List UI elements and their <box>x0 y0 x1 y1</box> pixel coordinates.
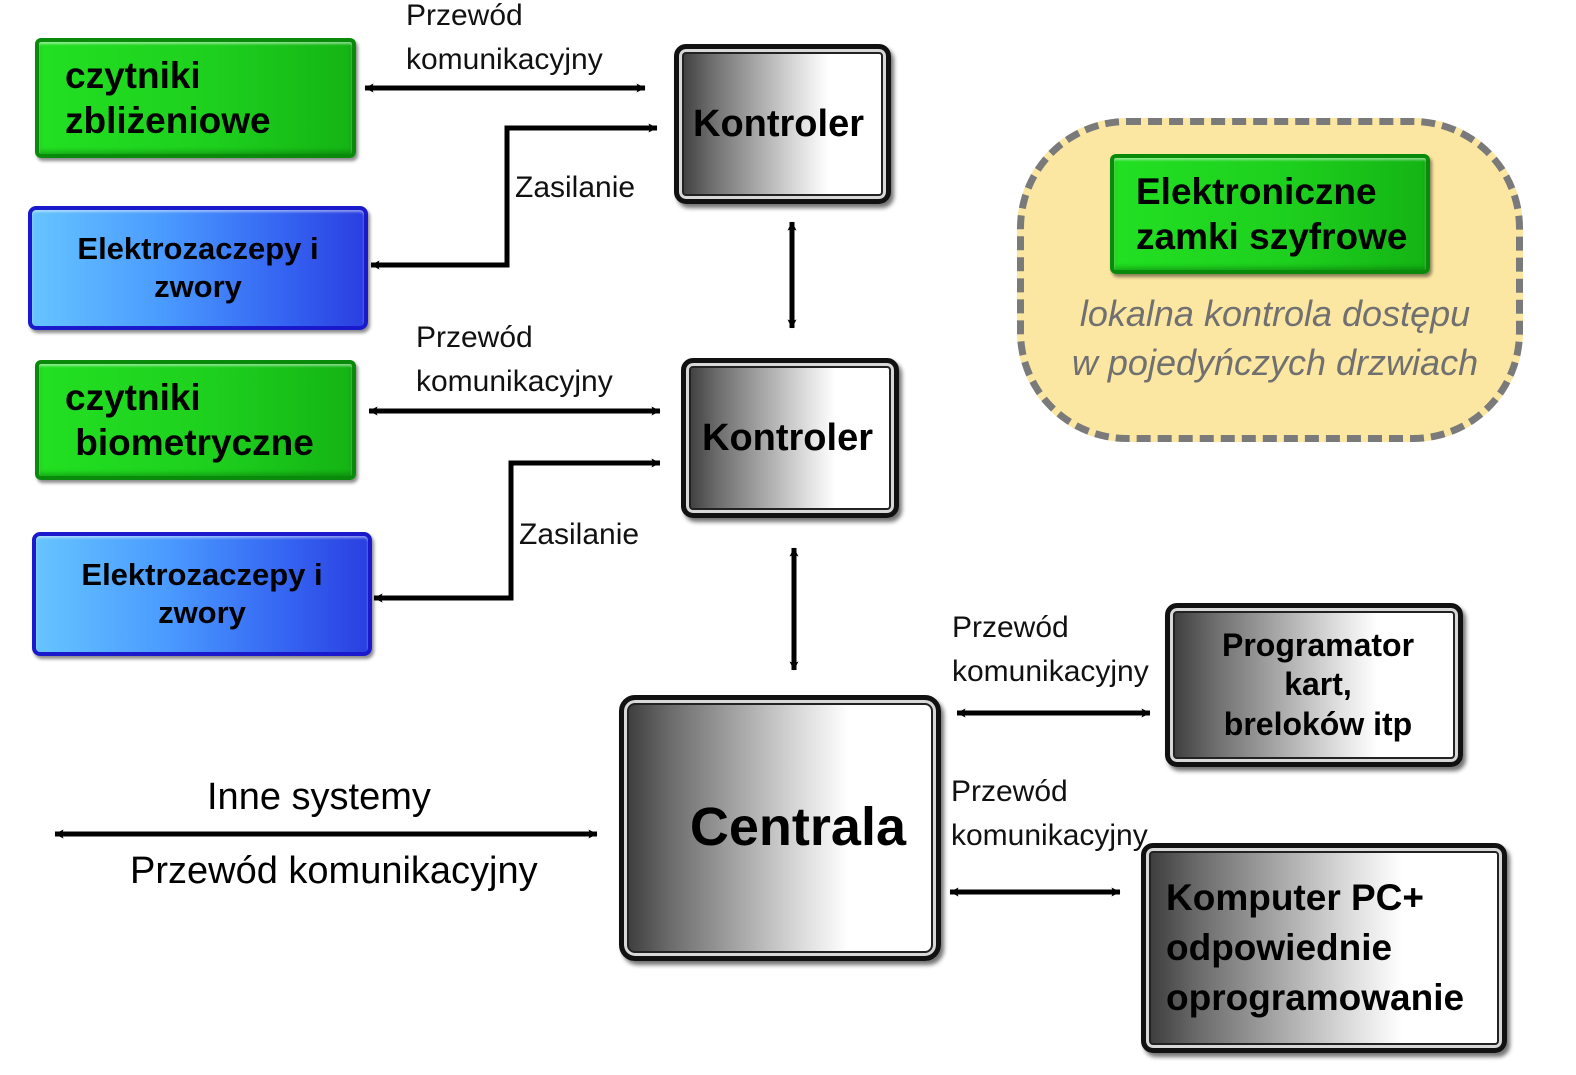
label-przewod-3: Przewód komunikacyjny <box>952 606 1149 693</box>
node-line: oprogramowanie <box>1166 976 1465 1018</box>
node-line: Komputer PC+ <box>1166 877 1425 919</box>
node-line: Elektrozaczepy i <box>77 231 319 267</box>
arrow-zasilanie-2 <box>373 458 661 603</box>
node-line: Elektroniczne <box>1136 170 1377 212</box>
node-line: zamki szyfrowe <box>1136 216 1408 257</box>
label-przewod-4: Przewód komunikacyjny <box>951 770 1148 857</box>
note-line: lokalna kontrola dostępu <box>1079 293 1471 334</box>
node-czytniki-zblizeniowe: czytniki zbliżeniowe <box>35 38 356 158</box>
label-line: Zasilanie <box>519 518 640 551</box>
node-line: kart, <box>1284 666 1352 703</box>
node-line: Programator <box>1221 627 1415 664</box>
arrow-zasilanie-1 <box>370 123 658 270</box>
node-zamki-szyfrowe: Elektroniczne zamki szyfrowe <box>1110 154 1430 274</box>
node-komputer: Komputer PC+ odpowiednie oprogramowanie <box>1141 843 1507 1053</box>
node-line: zwory <box>154 269 242 304</box>
label-line: komunikacyjny <box>951 818 1148 852</box>
node-line: zbliżeniowe <box>65 100 271 141</box>
note-line: w pojedyńczych drzwiach <box>1071 341 1479 383</box>
label-przewod-2: Przewód komunikacyjny <box>416 316 613 403</box>
label-zasilanie-2: Zasilanie <box>519 513 639 557</box>
node-elektrozaczepy-2: Elektrozaczepy i zwory <box>32 532 372 656</box>
node-line: czytniki <box>65 54 201 96</box>
node-programator: Programator kart, breloków itp <box>1165 603 1463 767</box>
node-label: Centrala <box>689 797 906 858</box>
node-line: czytniki <box>65 376 201 418</box>
label-zasilanie-1: Zasilanie <box>515 166 635 210</box>
node-kontroler-1: Kontroler <box>674 44 891 204</box>
label-line: Przewód <box>951 775 1068 808</box>
label-inne-systemy: Inne systemy <box>207 776 431 818</box>
node-centrala: Centrala <box>619 695 941 961</box>
label-line: Przewód <box>416 321 533 354</box>
node-line: odpowiednie <box>1166 927 1393 969</box>
node-label: Kontroler <box>702 416 873 459</box>
label-line: Przewód <box>952 611 1069 644</box>
label-line: Przewód <box>406 0 523 32</box>
node-czytniki-biometryczne: czytniki biometryczne <box>35 360 356 480</box>
node-line: breloków itp <box>1223 705 1413 742</box>
label-line: komunikacyjny <box>406 42 603 76</box>
node-elektrozaczepy-1: Elektrozaczepy i zwory <box>28 206 368 330</box>
label-przewod-1: Przewód komunikacyjny <box>406 0 603 81</box>
label-line: Zasilanie <box>515 171 636 204</box>
node-line: biometryczne <box>65 422 314 463</box>
note-text: lokalna kontrola dostępu w pojedyńczych … <box>1030 290 1520 387</box>
node-label: Kontroler <box>693 102 864 145</box>
node-line: zwory <box>158 595 246 630</box>
label-line: komunikacyjny <box>952 654 1149 688</box>
label-przewod-inne: Przewód komunikacyjny <box>130 850 538 892</box>
label-line: komunikacyjny <box>416 364 613 398</box>
node-kontroler-2: Kontroler <box>681 358 899 518</box>
node-line: Elektrozaczepy i <box>81 557 323 593</box>
